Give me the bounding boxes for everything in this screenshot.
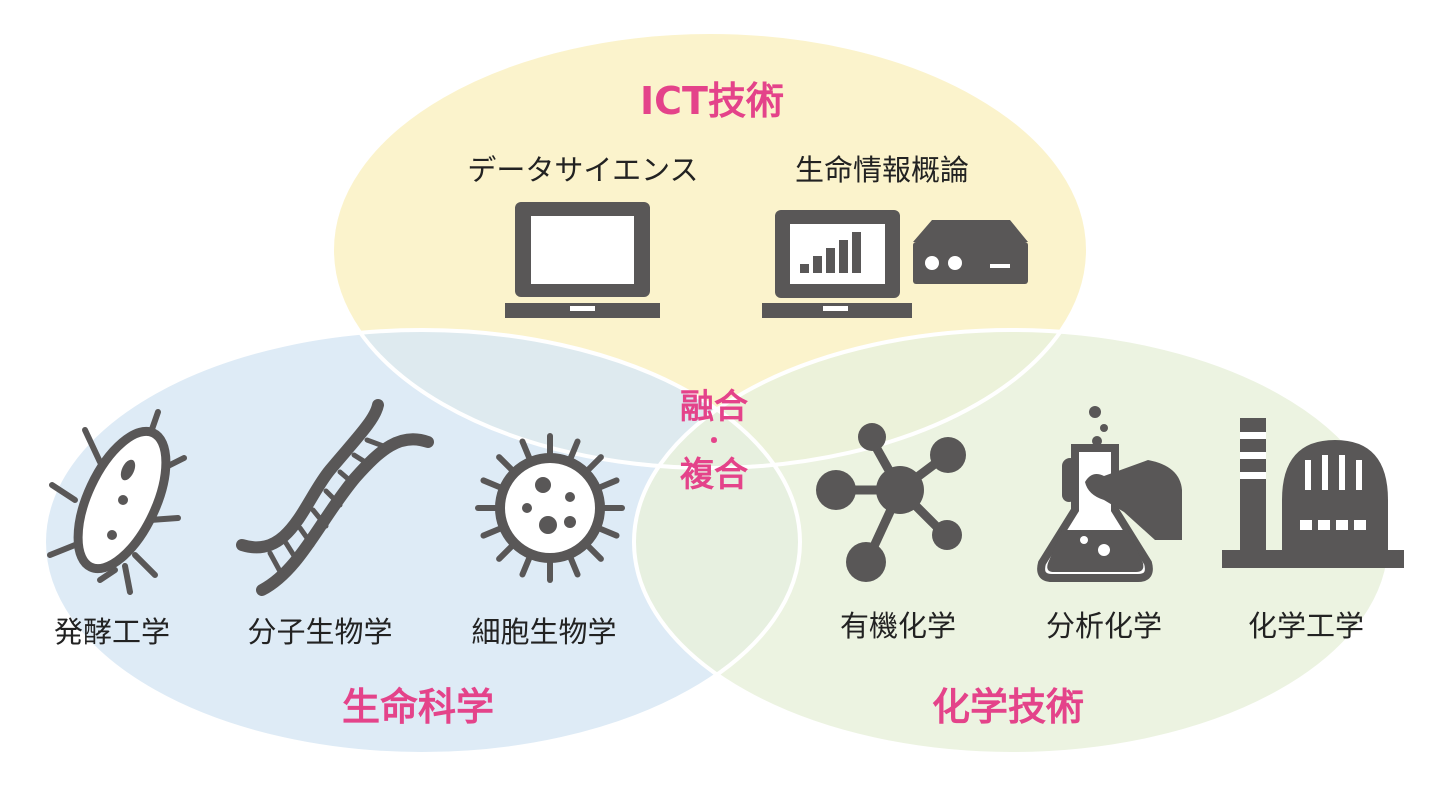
flask-hand-icon [1037, 406, 1182, 582]
label-molecular-biology: 分子生物学 [247, 615, 393, 649]
life-circle [44, 330, 800, 754]
label-organic-chemistry: 有機化学 [839, 609, 957, 643]
virus-spike [480, 524, 505, 539]
label-chemical-engineering: 化学工学 [1247, 609, 1365, 643]
center-label: 融合 ・ 複合 [680, 385, 748, 497]
life-title: 生命科学 [341, 685, 495, 729]
factory-icon [1222, 418, 1404, 568]
ict-title: ICT技術 [640, 79, 784, 123]
label-analytical-chemistry: 分析化学 [1045, 609, 1163, 643]
chem-circle [634, 330, 1390, 754]
virus-spike [496, 454, 517, 475]
life-outline [42, 328, 802, 756]
label-bioinformatics: 生命情報概論 [794, 153, 970, 187]
dna-icon [236, 399, 434, 596]
label-fermentation: 発酵工学 [53, 615, 171, 649]
virus-spike [583, 541, 604, 562]
virus-spike [496, 541, 517, 562]
circles [42, 30, 1392, 756]
virus-spike [519, 438, 534, 463]
laptop-icon [505, 202, 660, 318]
center-dot: ・ [702, 427, 726, 456]
virus-spike [480, 477, 505, 492]
chem-title: 化学技術 [931, 685, 1085, 729]
label-data-science: データサイエンス [467, 153, 699, 187]
virus-spike [595, 477, 620, 492]
virus-icon [475, 433, 625, 583]
virus-spike [566, 553, 581, 578]
center-line1: 融合 [680, 387, 748, 427]
center-line2: 複合 [680, 455, 748, 496]
molecule-icon [816, 423, 966, 582]
virus-spike [566, 438, 581, 463]
virus-spike [519, 553, 534, 578]
chem-outline [632, 328, 1392, 756]
virus-spike [595, 524, 620, 539]
virus-spike [583, 454, 604, 475]
bacteria-icon [47, 409, 187, 595]
laptop-chart-server-icon [762, 210, 1028, 318]
ict-outline [330, 30, 1090, 470]
label-cell-biology: 細胞生物学 [471, 615, 617, 649]
